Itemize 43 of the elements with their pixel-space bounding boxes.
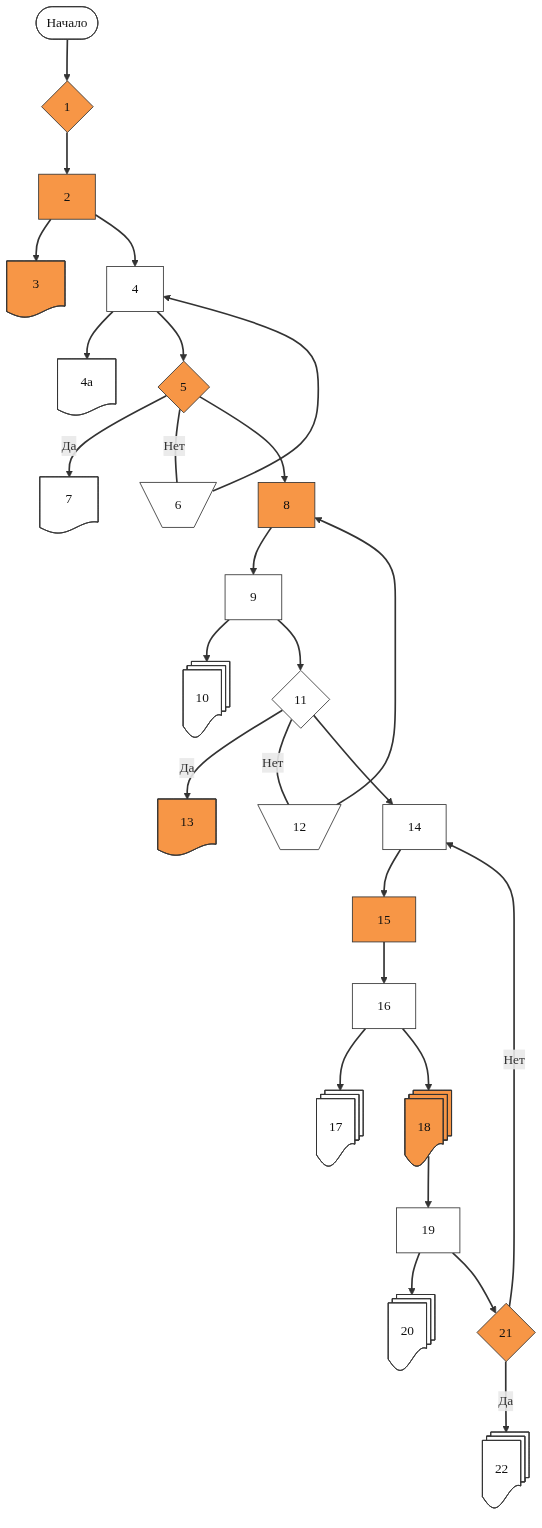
node-box: 19 — [396, 1207, 461, 1254]
node-diamond: 1 — [41, 80, 94, 133]
arrow — [424, 1155, 432, 1209]
arrow — [249, 526, 273, 576]
edge-label: Да — [61, 438, 77, 453]
arrow — [183, 709, 284, 800]
node-diamond: 5 — [157, 360, 211, 414]
arrow — [83, 310, 114, 360]
node-box: 2 — [38, 173, 96, 220]
node-diamond: 11 — [271, 670, 331, 729]
arrow — [445, 842, 515, 1308]
arrow — [63, 38, 71, 82]
arrow — [312, 714, 394, 805]
arrow — [401, 1027, 433, 1092]
connector — [276, 718, 293, 806]
edge-label: Нет — [262, 755, 284, 770]
node-box: 14 — [382, 804, 447, 850]
arrow — [314, 517, 397, 806]
node-box: 4 — [106, 266, 164, 312]
arrow — [380, 848, 402, 898]
edge-label: Да — [179, 760, 195, 775]
arrow — [203, 618, 230, 663]
arrow — [380, 941, 388, 984]
node-diamond: 21 — [476, 1302, 536, 1363]
arrow — [65, 394, 168, 478]
arrow — [336, 1027, 367, 1092]
arrow — [408, 1252, 421, 1296]
arrow — [451, 1252, 497, 1314]
edge-label: Нет — [503, 1051, 525, 1067]
arrow — [94, 213, 139, 267]
arrow — [32, 218, 52, 262]
edge-label: Нет — [163, 438, 185, 453]
node-box: 15 — [351, 896, 417, 943]
node-box: 8 — [257, 482, 316, 528]
arrow — [63, 131, 71, 175]
arrow — [198, 395, 289, 483]
arrow — [163, 294, 320, 492]
node-box: 16 — [351, 983, 417, 1030]
node-box: 9 — [224, 574, 283, 621]
edge-label: Да — [498, 1393, 514, 1408]
arrow — [276, 618, 305, 671]
connector — [174, 408, 181, 484]
arrow — [156, 310, 188, 362]
